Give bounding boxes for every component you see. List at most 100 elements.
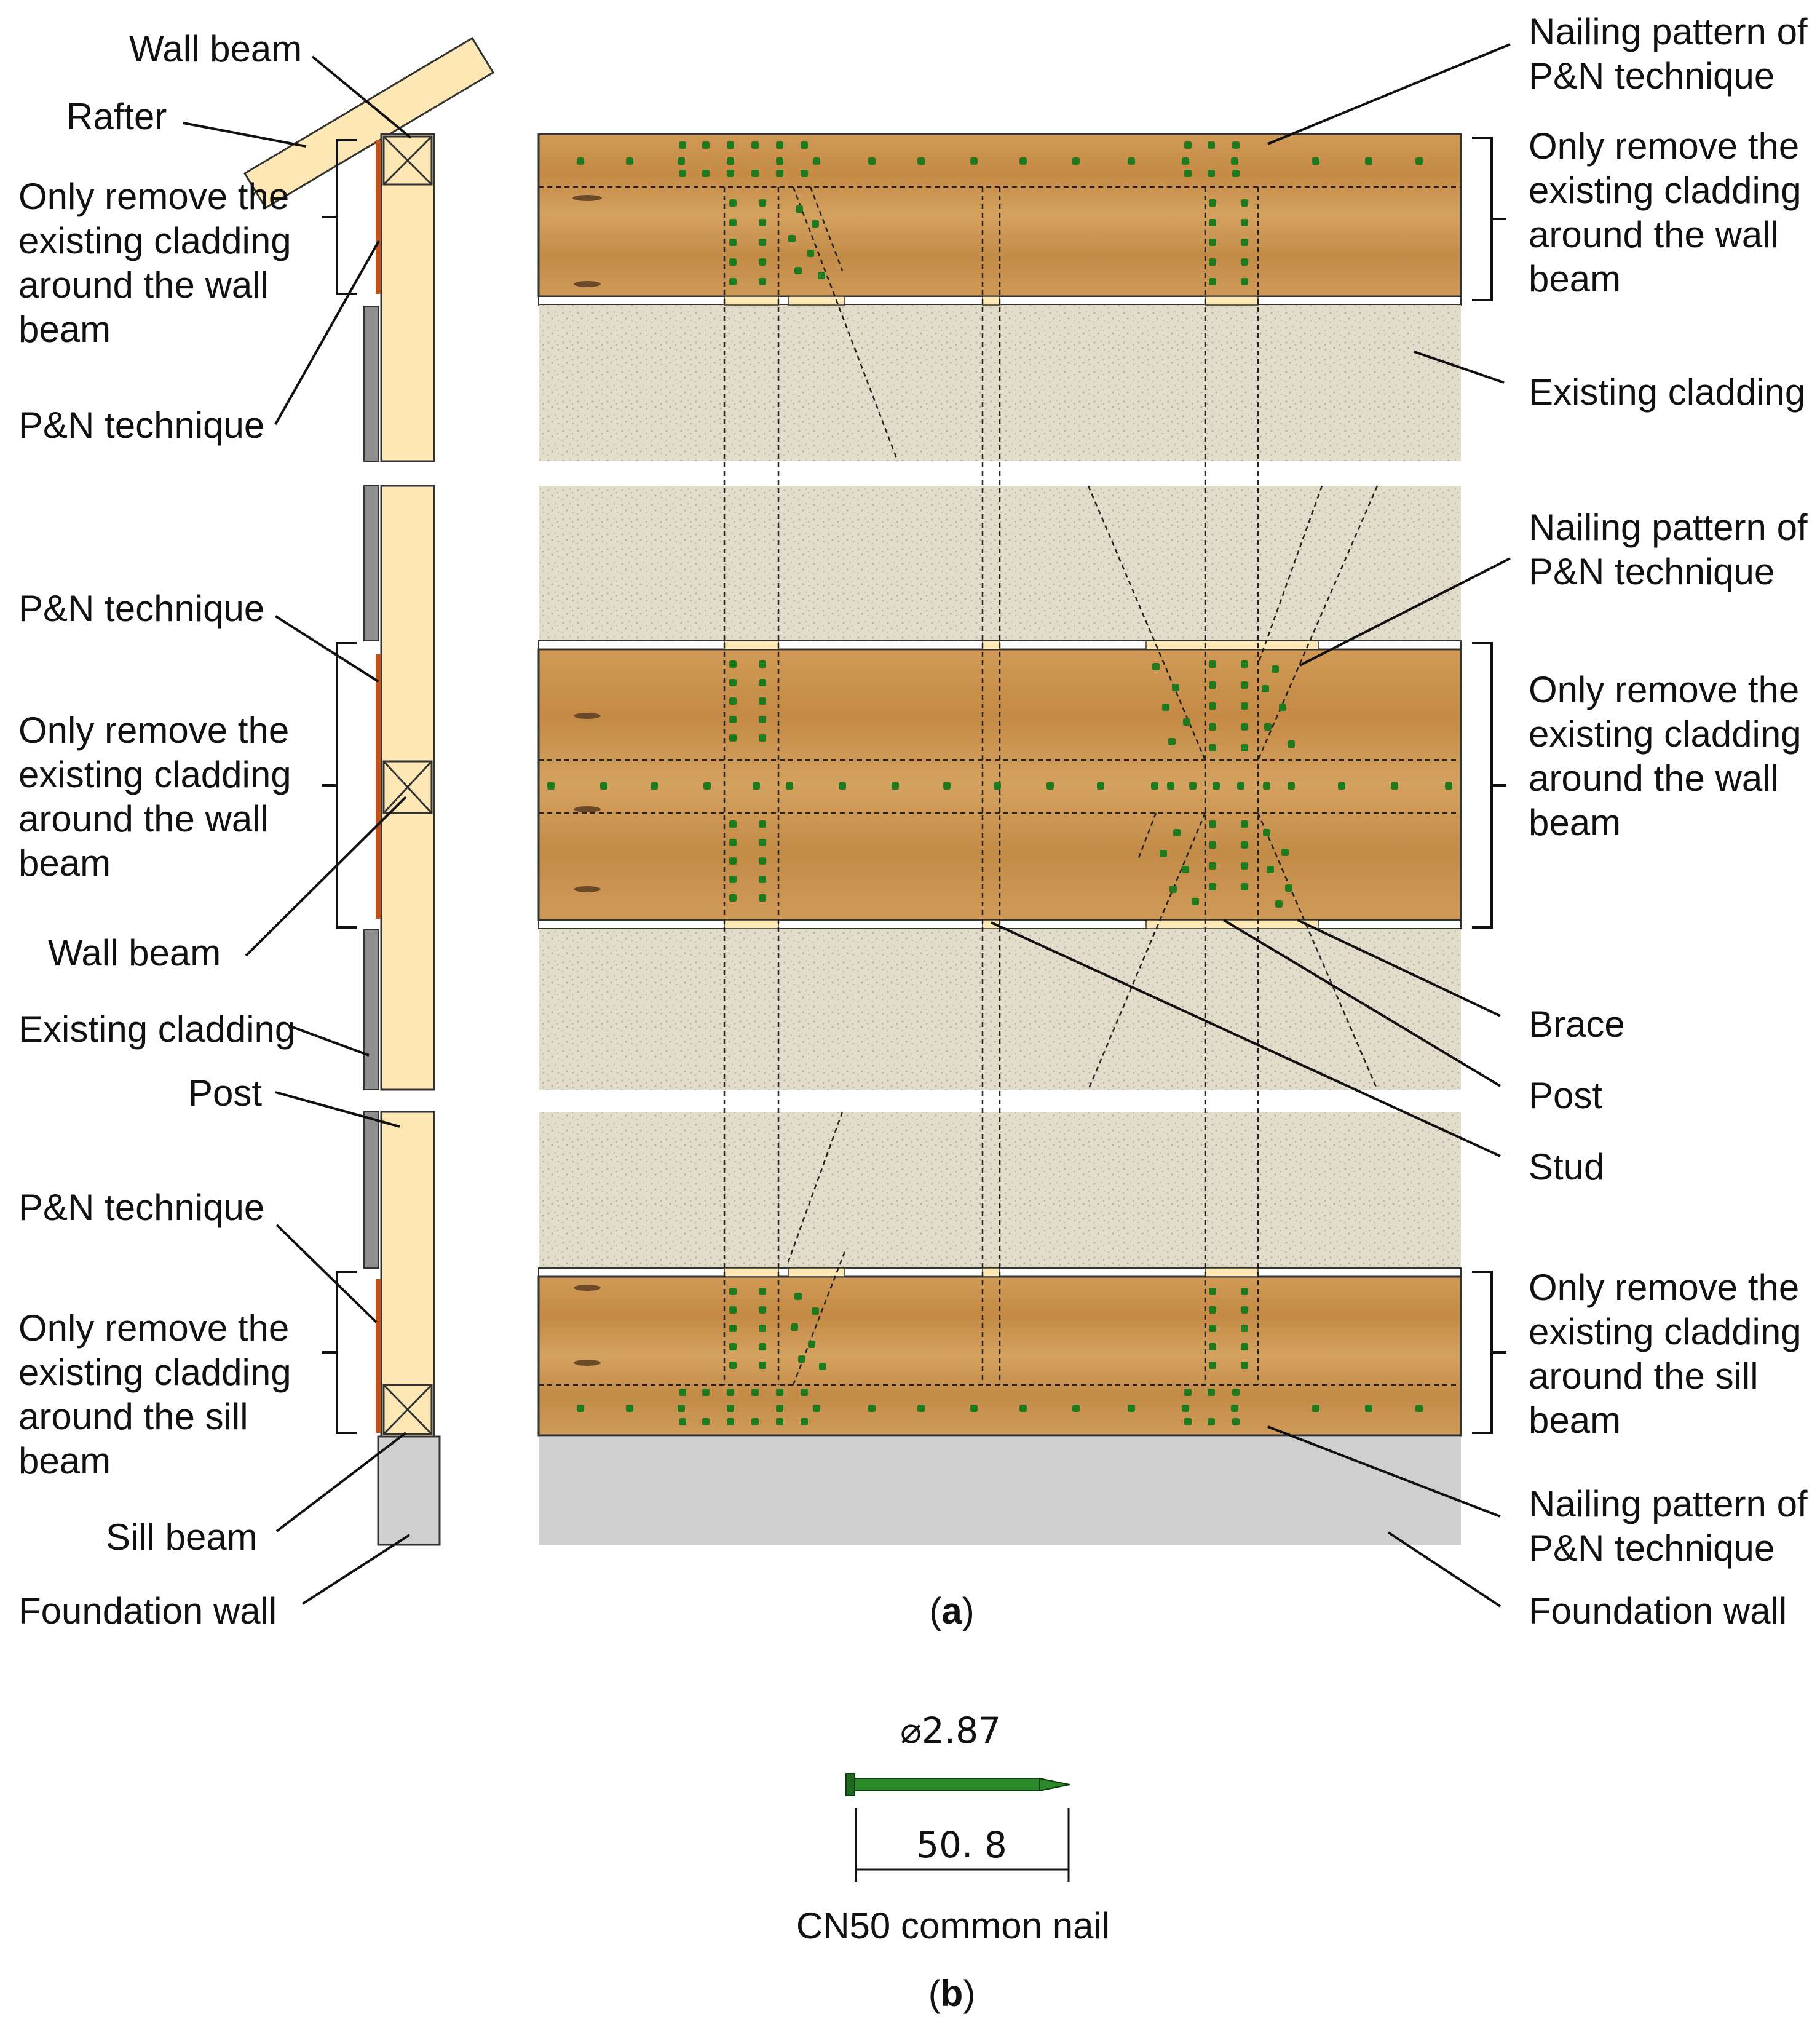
nail-dot [759,1325,766,1332]
nail-dot [703,782,711,790]
svg-text:Nailing pattern of: Nailing pattern of [1529,1483,1808,1524]
nail-dot [1231,1405,1238,1412]
nail-dot [727,1405,734,1412]
label-pn-middle: P&N technique [18,588,264,629]
nail-dot [1209,681,1216,689]
nail-dot [1209,1306,1216,1314]
svg-text:beam: beam [18,1440,111,1481]
nail-dot [1072,157,1080,165]
nail-dot [1232,1389,1240,1396]
foundation-wall-elevation [539,1437,1461,1545]
svg-text:Only remove the: Only remove the [18,710,289,751]
nail-dot [600,782,607,790]
nail-dot [1209,841,1216,849]
label-remove-wall-beam-top: Only remove the existing cladding around… [18,176,291,350]
svg-text:Nailing pattern of: Nailing pattern of [1529,507,1808,548]
label-remove-sill-beam-r: Only remove the existing cladding around… [1529,1267,1802,1441]
nail-dot [759,697,766,705]
nail-dot [751,141,759,149]
nail-dot [729,660,737,668]
nail-dot [1241,702,1248,710]
nail-dot [679,1418,686,1425]
nail-dot [1209,1362,1216,1369]
nail-dot [1445,782,1452,790]
nail-dot [1264,723,1272,731]
nail-dot [1209,278,1216,285]
nail-dot [1241,681,1248,689]
nail-dot [1241,862,1248,870]
label-nailing-top: Nailing pattern of P&N technique [1529,11,1808,97]
label-remove-sill-beam: Only remove the existing cladding around… [18,1307,291,1481]
nail-dot [1209,883,1216,890]
cladding-panel-1 [539,305,1461,461]
svg-text:around the sill: around the sill [1529,1355,1759,1397]
nail-dot [1209,744,1216,751]
nail-dot [1241,660,1248,668]
nail-dot [1312,157,1320,165]
nail-dot [776,170,783,177]
nail-dot [1241,239,1248,246]
nail-dot [813,157,820,165]
nail-dot [808,1341,815,1348]
nail-dot [1241,820,1248,828]
nail-dot [759,278,766,285]
nail-dot [702,1418,710,1425]
nail-dot [1241,219,1248,226]
nail-dot [678,157,685,165]
svg-text:around the wall: around the wall [1529,214,1779,255]
nail-dot [727,141,734,149]
nail-dot [1279,704,1286,711]
svg-text:beam: beam [1529,802,1621,843]
nail-dot [1209,820,1216,828]
nail-dot [1169,886,1177,893]
nail-dot [1184,141,1192,149]
nail-dot [729,839,737,846]
cladding-strip [363,306,379,462]
label-foundation-wall: Foundation wall [18,1590,277,1631]
nail-dot [759,716,766,723]
nail-dot [1231,157,1238,165]
nail-dot [751,1389,759,1396]
nail-dot [1173,829,1181,836]
svg-text:Nailing pattern of: Nailing pattern of [1529,11,1808,52]
nail-dot [812,1307,819,1315]
svg-text:P&N technique: P&N technique [1529,551,1775,592]
nail-dot [1160,850,1167,857]
nail-dot [729,857,737,865]
nail-dot [729,219,737,226]
nail-dot [776,1418,783,1425]
nail-dot [1189,782,1197,790]
svg-text:beam: beam [18,842,111,884]
nail-dot [1192,898,1199,905]
nail-dot [1415,1405,1423,1412]
nail-dot [1184,170,1192,177]
label-remove-wall-beam-mid-r: Only remove the existing cladding around… [1529,669,1802,843]
pn-plate-bottom [376,1279,381,1433]
svg-text:existing cladding: existing cladding [1529,713,1802,755]
nail-dot [1241,278,1248,285]
nail-dot [917,157,925,165]
svg-text:existing cladding: existing cladding [18,220,291,261]
nail-dot [1241,1343,1248,1350]
nail-dot [1365,157,1372,165]
nail-dot [1172,684,1179,691]
nail-dot [729,1288,737,1295]
wall-beam-mid-section [382,760,433,814]
nail-dot [1182,866,1189,873]
nail-dot [970,157,978,165]
nail-dot [759,894,766,902]
nail-dot [1232,1418,1240,1425]
nail-dot [729,1343,737,1350]
nail-dot [776,1389,783,1396]
label-wall-beam-mid: Wall beam [48,932,221,973]
nail-dot [1162,704,1169,711]
nail-dot [759,820,766,828]
nail-dot [1232,141,1240,149]
nail-dot [729,1325,737,1332]
nail-dot [798,1355,805,1363]
nail-dot [679,141,686,149]
left-text: Wall beam Rafter Only remove the existin… [18,28,302,1631]
nail-dot [1072,1405,1080,1412]
cladding-panel-2 [539,486,1461,641]
nail-dot [1209,199,1216,207]
